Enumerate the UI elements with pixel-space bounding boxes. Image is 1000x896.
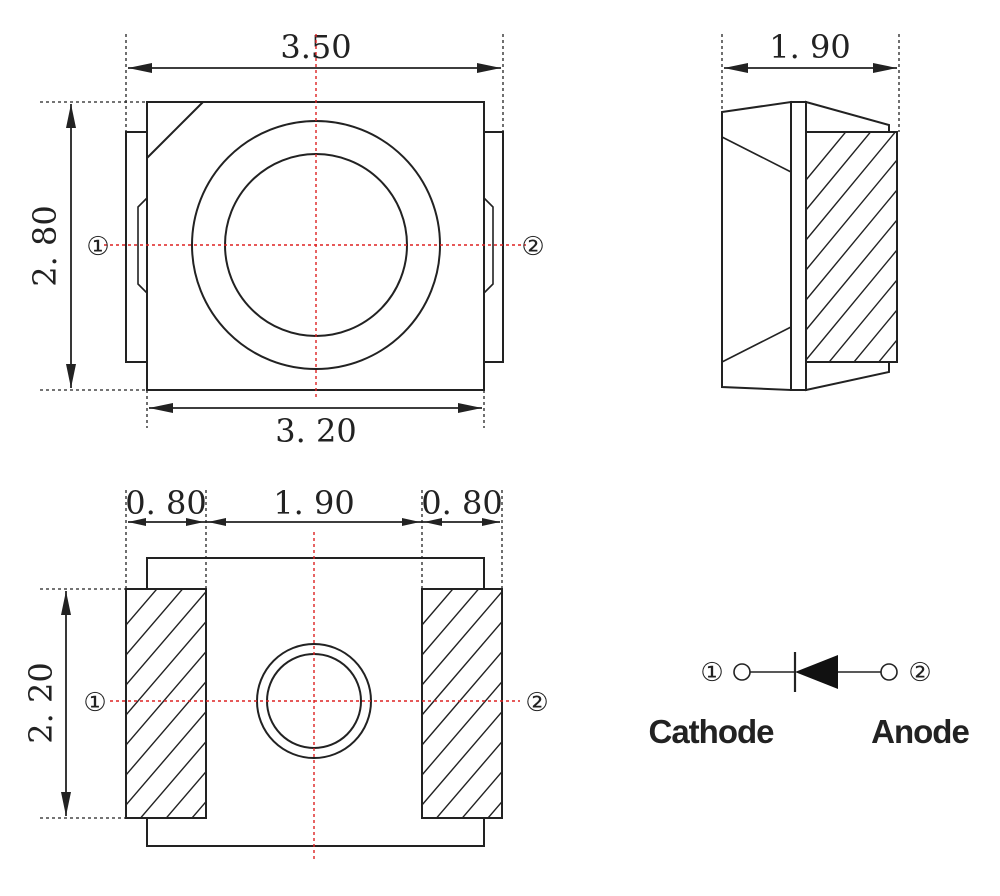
terminal-left <box>125 131 148 363</box>
top-view: 3.50 2. 80 3. 20 ① ② <box>26 28 545 450</box>
dimension-top-height: 2. 80 <box>26 205 64 286</box>
arrowhead <box>128 63 152 73</box>
pad-right-fill <box>422 589 502 818</box>
arrowhead <box>424 518 442 526</box>
arrowhead <box>208 518 226 526</box>
cathode-corner-mark <box>146 101 204 159</box>
side-hatch <box>806 132 897 362</box>
pin2-marker: ② <box>521 232 544 262</box>
anode-label: Anode <box>871 713 969 750</box>
cathode-label: Cathode <box>649 713 775 750</box>
arrowhead <box>61 591 71 615</box>
arrowhead <box>458 403 482 413</box>
arrowhead <box>482 518 500 526</box>
diode-schematic: ① ② Cathode Anode <box>649 652 970 750</box>
arrowhead <box>66 104 76 128</box>
arrowhead <box>61 792 71 816</box>
dimension-bottom-pad-left: 0. 80 <box>125 484 206 522</box>
pin1-marker: ① <box>83 688 106 718</box>
schematic-pin2: ② <box>908 658 931 688</box>
pad-right-hatch <box>422 589 502 818</box>
arrowhead <box>186 518 204 526</box>
arrowhead <box>873 63 897 73</box>
dimension-bottom-gap: 1. 90 <box>273 484 354 522</box>
arrowhead <box>128 518 146 526</box>
dimension-bottom-pad-right: 0. 80 <box>421 484 502 522</box>
side-lens-dome <box>721 100 792 392</box>
side-terminal-block <box>805 131 898 363</box>
arrowhead <box>149 403 173 413</box>
terminal-right <box>483 131 504 363</box>
anode-terminal-icon <box>880 663 898 681</box>
diode-triangle-icon <box>795 655 838 689</box>
side-terminal-bottom <box>805 361 890 392</box>
side-body-wall <box>790 101 807 391</box>
pad-right <box>421 588 503 819</box>
arrowhead <box>66 364 76 388</box>
pin2-marker: ② <box>525 688 548 718</box>
terminal-right-tab <box>483 197 494 294</box>
arrowhead <box>402 518 420 526</box>
dimension-bottom-height: 2. 20 <box>22 662 60 743</box>
side-terminal-top <box>805 100 890 133</box>
side-lens-edge <box>721 136 792 173</box>
cathode-terminal-icon <box>733 663 751 681</box>
arrowhead <box>724 63 748 73</box>
dimension-side-width: 1. 90 <box>769 28 850 66</box>
schematic-pin1: ① <box>700 658 723 688</box>
side-lens-edge <box>721 326 792 363</box>
dimension-top-body-width: 3. 20 <box>275 412 356 450</box>
pin1-marker: ① <box>86 232 109 262</box>
pad-left <box>125 588 207 819</box>
terminal-left-tab <box>137 197 148 294</box>
side-view: 1. 90 <box>721 28 900 392</box>
pad-left-fill <box>126 589 206 818</box>
bottom-view: 0. 80 1. 90 0. 80 2. 20 <box>22 484 549 860</box>
arrowhead <box>477 63 501 73</box>
